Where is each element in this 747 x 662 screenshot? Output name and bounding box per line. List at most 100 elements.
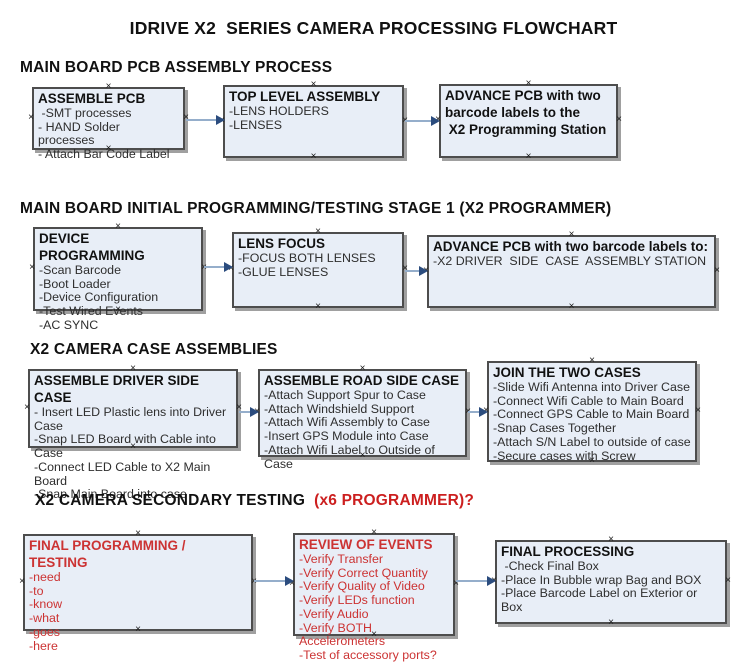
connector-arrow[interactable] bbox=[405, 266, 428, 276]
section-heading-pcb-assembly: MAIN BOARD PCB ASSEMBLY PROCESS bbox=[20, 59, 332, 77]
flow-box-item: - Attach Bar Code Label bbox=[38, 147, 170, 162]
flow-box-item: -Device Configuration bbox=[39, 290, 159, 305]
section-heading-initial-programming: MAIN BOARD INITIAL PROGRAMMING/TESTING S… bbox=[20, 200, 611, 218]
connection-point-icon: × bbox=[568, 301, 575, 312]
section-heading-text: X2 CAMERA CASE ASSEMBLIES bbox=[30, 341, 278, 358]
flow-box-device-programming[interactable]: DEVICE PROGRAMMING -Scan Barcode-Boot Lo… bbox=[29, 222, 207, 332]
connector-arrow[interactable] bbox=[254, 576, 294, 586]
section-heading-text: MAIN BOARD INITIAL PROGRAMMING/TESTING S… bbox=[20, 200, 612, 217]
connector-arrow[interactable] bbox=[239, 407, 259, 417]
connection-point-icon: × bbox=[714, 264, 720, 276]
flow-box-items: - Insert LED Plastic lens into Driver Ca… bbox=[34, 405, 232, 502]
flow-box-item: -need bbox=[29, 570, 61, 584]
flow-box-assemble-pcb[interactable]: ASSEMBLE PCB -SMT processes- HAND Solder… bbox=[28, 82, 189, 161]
flow-box-title: LENS FOCUS bbox=[238, 236, 326, 251]
flow-box-advance-pcb-driver-side[interactable]: ADVANCE PCB with two barcode labels to: … bbox=[423, 230, 720, 312]
flow-box-title: ASSEMBLE DRIVER SIDE CASE bbox=[34, 373, 203, 405]
flow-box-item: -what bbox=[29, 611, 60, 626]
flow-box-title: FINAL PROGRAMMING / TESTING bbox=[29, 538, 190, 570]
flow-box-item: -Connect LED Cable to X2 Main Board bbox=[34, 459, 214, 488]
flow-box-item: -Snap Main Board into case bbox=[34, 487, 187, 502]
flow-box-items: -LENS HOLDERS-LENSES bbox=[229, 104, 398, 132]
flow-box-item: -Verify Quality of Video bbox=[299, 579, 425, 594]
connection-point-icon: × bbox=[19, 575, 25, 587]
flow-box-item: -AC SYNC bbox=[39, 317, 99, 332]
flow-box-items: -Scan Barcode-Boot Loader-Device Configu… bbox=[39, 263, 197, 333]
flow-box-item: -Verify LEDs function bbox=[299, 593, 415, 608]
flow-box-item: -Attach Support Spur to Case bbox=[264, 388, 426, 402]
flow-box-item: -Boot Loader bbox=[39, 276, 111, 291]
flow-box-item: -Insert GPS Module into Case bbox=[264, 429, 429, 444]
section-heading-text: MAIN BOARD PCB ASSEMBLY PROCESS bbox=[20, 59, 333, 76]
flow-box-title: JOIN THE TWO CASES bbox=[493, 365, 641, 380]
flow-box-assemble-driver-side-case[interactable]: ASSEMBLE DRIVER SIDE CASE - Insert LED P… bbox=[24, 364, 242, 501]
flow-box-item: -Snap Cases Together bbox=[493, 421, 617, 436]
flow-box-item: -GLUE LENSES bbox=[238, 264, 329, 279]
flow-box-item: -LENSES bbox=[229, 117, 283, 132]
flow-box-items: -X2 DRIVER SIDE CASE ASSEMBLY STATION bbox=[433, 254, 710, 269]
connector-arrow[interactable] bbox=[468, 407, 488, 417]
flow-box-items: -Slide Wifi Antenna into Driver Case -Con… bbox=[493, 380, 691, 463]
flow-box-title: ADVANCE PCB with two barcode labels to: bbox=[433, 239, 709, 254]
connection-point-icon: × bbox=[29, 262, 35, 273]
flow-box-item: -Secure cases with Screw bbox=[493, 448, 636, 463]
flow-box-final-processing[interactable]: FINAL PROCESSING -Check Final Box-Place … bbox=[491, 535, 731, 628]
flow-box-items: -SMT processes- HAND Solder processes- A… bbox=[38, 106, 179, 162]
flow-box-assemble-road-side-case[interactable]: ASSEMBLE ROAD SIDE CASE -Attach Support … bbox=[254, 364, 471, 471]
flow-box-item: -Connect GPS Cable to Main Board bbox=[493, 407, 690, 422]
flow-box-items: -Check Final Box-Place In Bubble wrap Ba… bbox=[501, 559, 721, 615]
flow-box-top-level-assembly[interactable]: TOP LEVEL ASSEMBLY -LENS HOLDERS-LENSES … bbox=[219, 80, 408, 162]
connector-arrow[interactable] bbox=[456, 576, 496, 586]
flow-box-item: -Slide Wifi Antenna into Driver Case bbox=[493, 380, 690, 394]
flow-box-title: ASSEMBLE PCB bbox=[38, 91, 146, 106]
flow-box-item: -Verify Transfer bbox=[299, 552, 384, 566]
section-heading-text: X2 CAMERA SECONDARY TESTING bbox=[35, 492, 306, 509]
flow-box-item: -Verify BOTH Accelerometers bbox=[299, 620, 386, 649]
flow-box-items: -need-to-know-what-goes-here bbox=[29, 570, 247, 653]
connection-point-icon: × bbox=[28, 111, 34, 123]
flow-box-item: -to bbox=[29, 583, 44, 598]
flow-box-items: -Attach Support Spur to Case-Attach Wind… bbox=[264, 388, 461, 471]
flow-box-join-the-two-cases[interactable]: JOIN THE TWO CASES -Slide Wifi Antenna i… bbox=[483, 356, 701, 466]
flow-box-lens-focus[interactable]: LENS FOCUS -FOCUS BOTH LENSES-GLUE LENSE… bbox=[228, 227, 408, 312]
connection-point-icon: × bbox=[183, 111, 189, 123]
flow-box-item: -Attach S/N Label to outside of case bbox=[493, 434, 691, 449]
flow-box-item: -Attach Wifi Label to Outside of Case bbox=[264, 442, 439, 471]
connection-point-icon: × bbox=[608, 617, 614, 628]
flow-box-item: -goes bbox=[29, 624, 60, 639]
flow-box-items: -FOCUS BOTH LENSES-GLUE LENSES bbox=[238, 251, 398, 279]
flow-box-title: ADVANCE PCB with two barcode labels to t… bbox=[445, 88, 607, 137]
section-heading-secondary-testing: X2 CAMERA SECONDARY TESTING (x6 PROGRAMM… bbox=[35, 492, 474, 510]
flow-box-item: -SMT processes bbox=[38, 106, 132, 120]
connection-point-icon: × bbox=[525, 151, 532, 162]
flow-box-title: DEVICE PROGRAMMING bbox=[39, 231, 145, 263]
flow-box-final-programming-testing[interactable]: FINAL PROGRAMMING / TESTING -need-to-kno… bbox=[19, 529, 257, 653]
flow-box-items: -Verify Transfer-Verify Correct Quantity… bbox=[299, 552, 449, 662]
connection-point-icon: × bbox=[315, 301, 321, 312]
connection-point-icon: × bbox=[695, 404, 701, 416]
flow-box-title: REVIEW OF EVENTS bbox=[299, 537, 433, 552]
flow-box-advance-pcb-programming-station[interactable]: ADVANCE PCB with two barcode labels to t… bbox=[435, 79, 622, 162]
flow-box-item: -LENS HOLDERS bbox=[229, 104, 329, 118]
page-title: IDRIVE X2 SERIES CAMERA PROCESSING FLOWC… bbox=[129, 18, 618, 38]
flow-box-item: -Check Final Box bbox=[501, 559, 599, 573]
flow-box-item: - Insert LED Plastic lens into Driver Ca… bbox=[34, 405, 230, 433]
flow-box-item: -here bbox=[29, 638, 58, 653]
flow-box-title: ASSEMBLE ROAD SIDE CASE bbox=[264, 373, 460, 388]
flow-box-title: TOP LEVEL ASSEMBLY bbox=[229, 89, 381, 104]
flow-box-item: -Attach Wifi Assembly to Case bbox=[264, 415, 430, 430]
connector-arrow[interactable] bbox=[204, 262, 233, 272]
flow-box-item: -Verify Correct Quantity bbox=[299, 565, 428, 580]
section-heading-red-text: (x6 PROGRAMMER)? bbox=[305, 492, 475, 509]
flow-box-item: -Snap LED Board with Cable into Case bbox=[34, 432, 220, 461]
connector-arrow[interactable] bbox=[186, 115, 225, 125]
flow-box-review-of-events[interactable]: REVIEW OF EVENTS -Verify Transfer-Verify… bbox=[289, 528, 459, 662]
flow-box-item: -Verify Audio bbox=[299, 606, 369, 621]
section-heading-case-assemblies: X2 CAMERA CASE ASSEMBLIES bbox=[30, 341, 278, 359]
flow-box-item: -FOCUS BOTH LENSES bbox=[238, 251, 376, 265]
connector-arrow[interactable] bbox=[405, 116, 440, 126]
flow-box-item: -X2 DRIVER SIDE CASE ASSEMBLY STATION bbox=[433, 254, 707, 268]
flow-box-item: -Place Barcode Label on Exterior or Box bbox=[501, 586, 701, 615]
flow-box-item: -Test Wired Events bbox=[39, 304, 143, 319]
flow-box-item: - HAND Solder processes bbox=[38, 119, 124, 148]
